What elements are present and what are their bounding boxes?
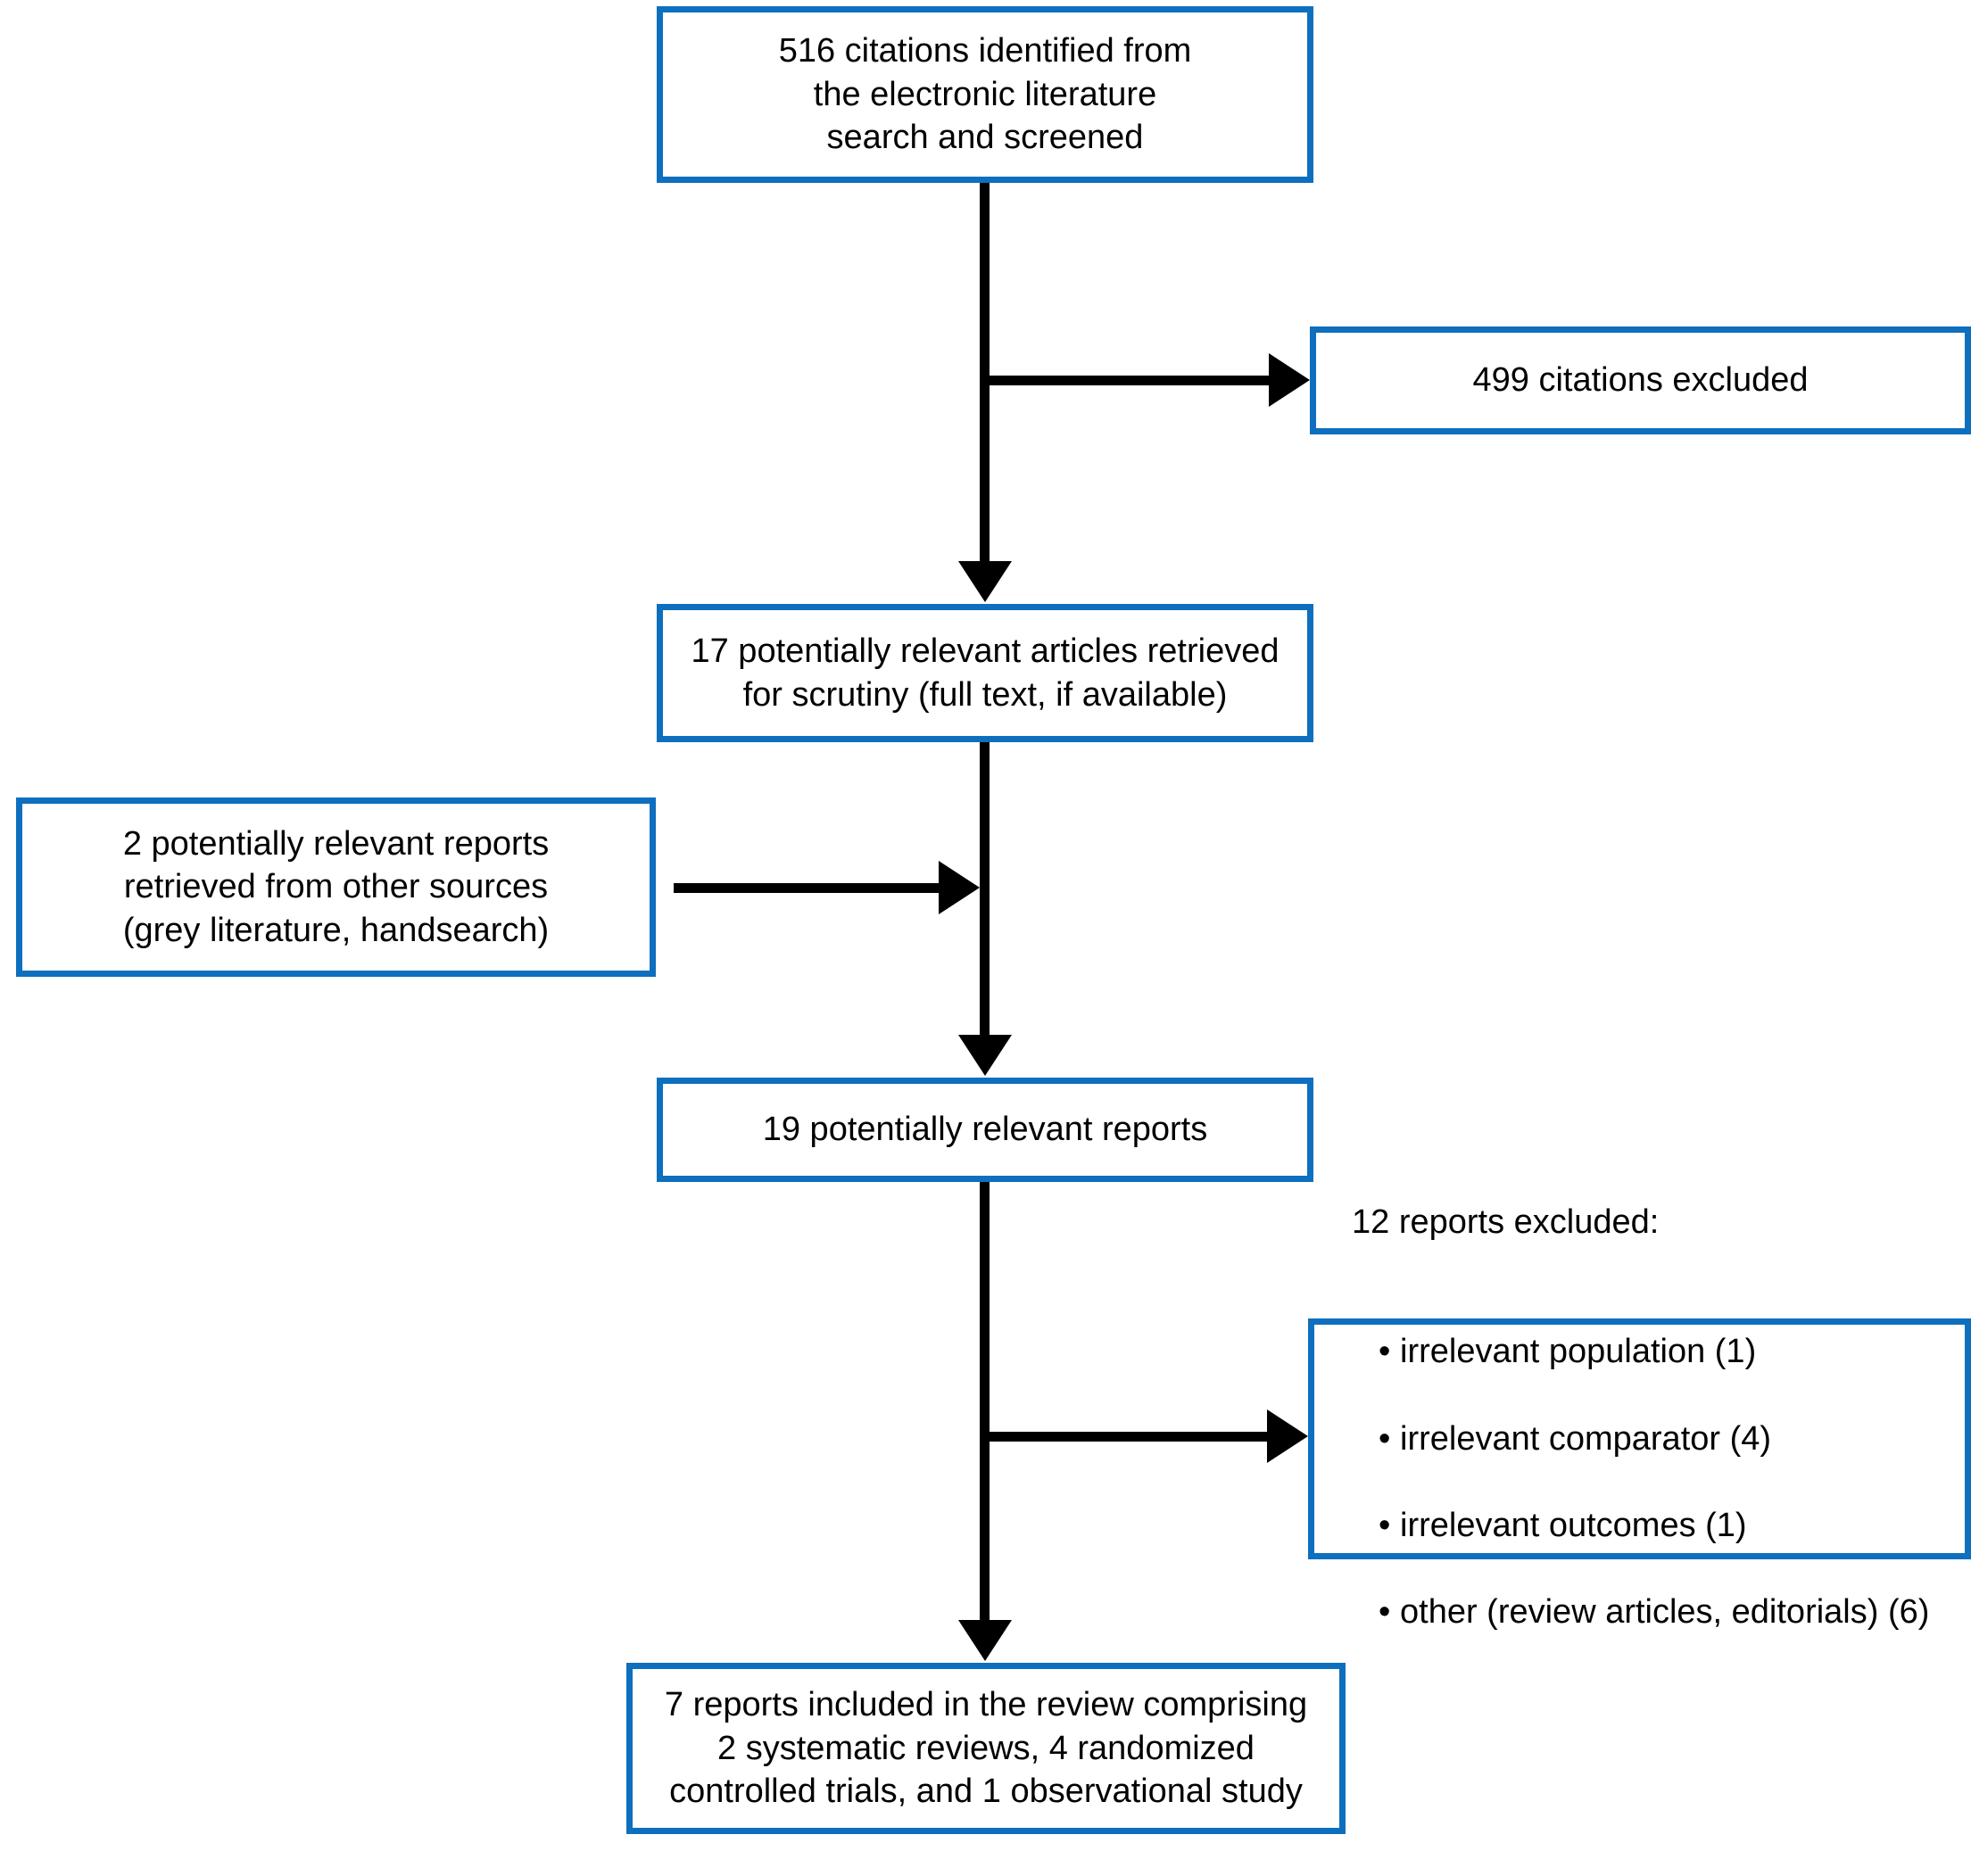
arrowhead-other-sources-to-trunk [939,861,980,914]
connector-identified-to-retrieved [980,183,990,565]
node-other-sources: 2 potentially relevant reports retrieved… [16,798,656,977]
node-reports-excluded: 12 reports excluded: irrelevant populati… [1308,1203,1971,1631]
node-reports-included-text: 7 reports included in the review compris… [664,1686,1308,1811]
connector-to-citations-excluded [985,376,1272,385]
list-item: irrelevant outcomes (1) [1352,1504,1929,1548]
node-relevant-reports: 19 potentially relevant reports [657,1078,1313,1182]
node-reports-included: 7 reports included in the review compris… [626,1663,1346,1834]
node-citations-identified-text: 516 citations identified from the electr… [778,32,1192,157]
list-item: other (review articles, editorials) (6) [1352,1591,1929,1634]
arrowhead-to-relevant-reports [958,1035,1012,1076]
connector-retrieved-to-relevant-reports [980,742,990,1038]
node-citations-excluded: 499 citations excluded [1310,326,1971,434]
node-articles-retrieved: 17 potentially relevant articles retriev… [657,604,1313,742]
connector-other-sources-to-trunk [674,883,941,893]
list-item: irrelevant population (1) [1352,1330,1929,1374]
node-relevant-reports-text: 19 potentially relevant reports [762,1111,1208,1149]
node-reports-excluded-reason-list: irrelevant population (1) irrelevant com… [1352,1287,1929,1678]
arrowhead-to-included [958,1620,1012,1661]
node-articles-retrieved-text: 17 potentially relevant articles retriev… [691,632,1279,714]
arrowhead-to-reports-excluded [1267,1409,1308,1463]
arrowhead-to-retrieved [958,561,1012,602]
node-citations-excluded-text: 499 citations excluded [1472,361,1809,400]
node-citations-identified: 516 citations identified from the electr… [657,6,1313,183]
connector-relevant-reports-to-included [980,1182,990,1624]
node-other-sources-text: 2 potentially relevant reports retrieved… [122,824,550,949]
connector-to-reports-excluded [985,1432,1271,1442]
list-item: irrelevant comparator (4) [1352,1417,1929,1461]
node-reports-excluded-heading: 12 reports excluded: [1352,1202,1660,1241]
node-reports-excluded-body: 12 reports excluded: irrelevant populati… [1314,1157,1942,1721]
arrowhead-to-citations-excluded [1269,353,1310,407]
